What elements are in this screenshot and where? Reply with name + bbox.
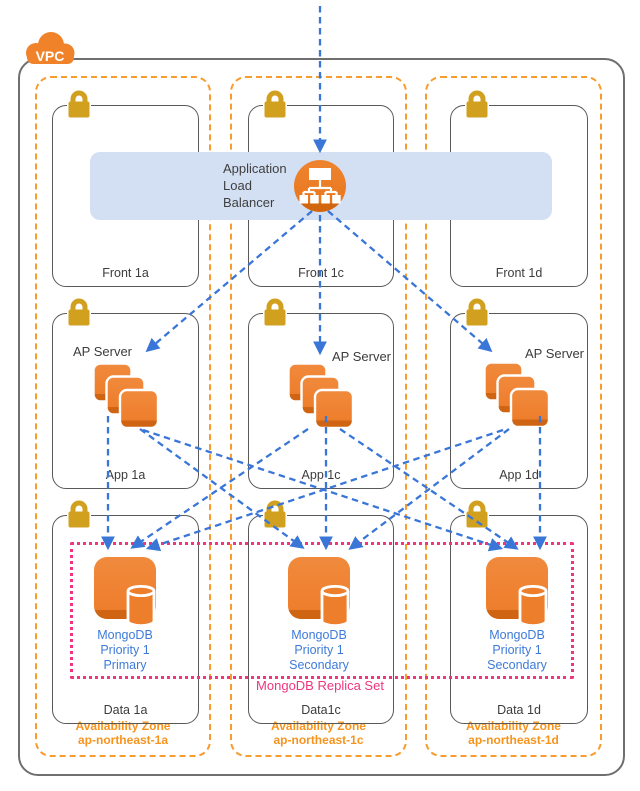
lock-icon [462, 88, 492, 125]
ap-server-label-1a: AP Server [73, 344, 133, 359]
subnet-label-front-1a: Front 1a [102, 266, 149, 280]
availability-zone-1c: Availability Zone ap-northeast-1c [230, 76, 407, 757]
subnet-data-1d: Data 1d [450, 515, 588, 724]
alb-label: Application Load Balancer [223, 161, 287, 210]
vpc-cloud-icon: VPC [20, 28, 80, 75]
lock-icon [260, 296, 290, 333]
subnet-data-1a: Data 1a [52, 515, 199, 724]
lock-icon [462, 296, 492, 333]
mongodb-label-secondary-1c: MongoDB Priority 1 Secondary [289, 628, 349, 672]
lock-icon [64, 498, 94, 535]
az-label-1a: Availability Zone ap-northeast-1a [75, 719, 171, 747]
server-stack-icon [287, 362, 355, 435]
mongodb-label-primary: MongoDB Priority 1 Primary [97, 628, 153, 672]
availability-zone-1d: Availability Zone ap-northeast-1d [425, 76, 602, 757]
subnet-label-front-1d: Front 1d [495, 266, 543, 280]
vpc-label: VPC [36, 48, 65, 64]
availability-zone-1a: Availability Zone ap-northeast-1a [35, 76, 211, 757]
lock-icon [64, 88, 94, 125]
mongodb-database-icon [484, 555, 554, 634]
az-label-1c: Availability Zone ap-northeast-1c [271, 719, 366, 747]
subnet-label-app-1c: App 1c [301, 468, 341, 482]
subnet-label-data-1c: Data1c [301, 703, 341, 717]
lock-icon [260, 498, 290, 535]
mongodb-label-secondary-1d: MongoDB Priority 1 Secondary [487, 628, 547, 672]
ap-server-label-1d: AP Server [525, 346, 585, 361]
lock-icon [64, 296, 94, 333]
ap-server-label-1c: AP Server [332, 349, 392, 364]
subnet-label-data-1a: Data 1a [103, 703, 148, 717]
mongodb-replica-set-label: MongoDB Replica Set [256, 678, 384, 693]
az-label-1d: Availability Zone ap-northeast-1d [466, 719, 561, 747]
lock-icon [260, 88, 290, 125]
load-balancer-icon [292, 158, 348, 219]
server-stack-icon [483, 361, 551, 434]
subnet-label-data-1d: Data 1d [497, 703, 541, 717]
subnet-label-front-1c: Front 1c [298, 266, 344, 280]
subnet-label-app-1a: App 1a [105, 468, 146, 482]
mongodb-database-icon [286, 555, 356, 634]
lock-icon [462, 498, 492, 535]
subnet-label-app-1d: App 1d [499, 468, 539, 482]
server-stack-icon [92, 362, 160, 435]
mongodb-database-icon [92, 555, 162, 634]
